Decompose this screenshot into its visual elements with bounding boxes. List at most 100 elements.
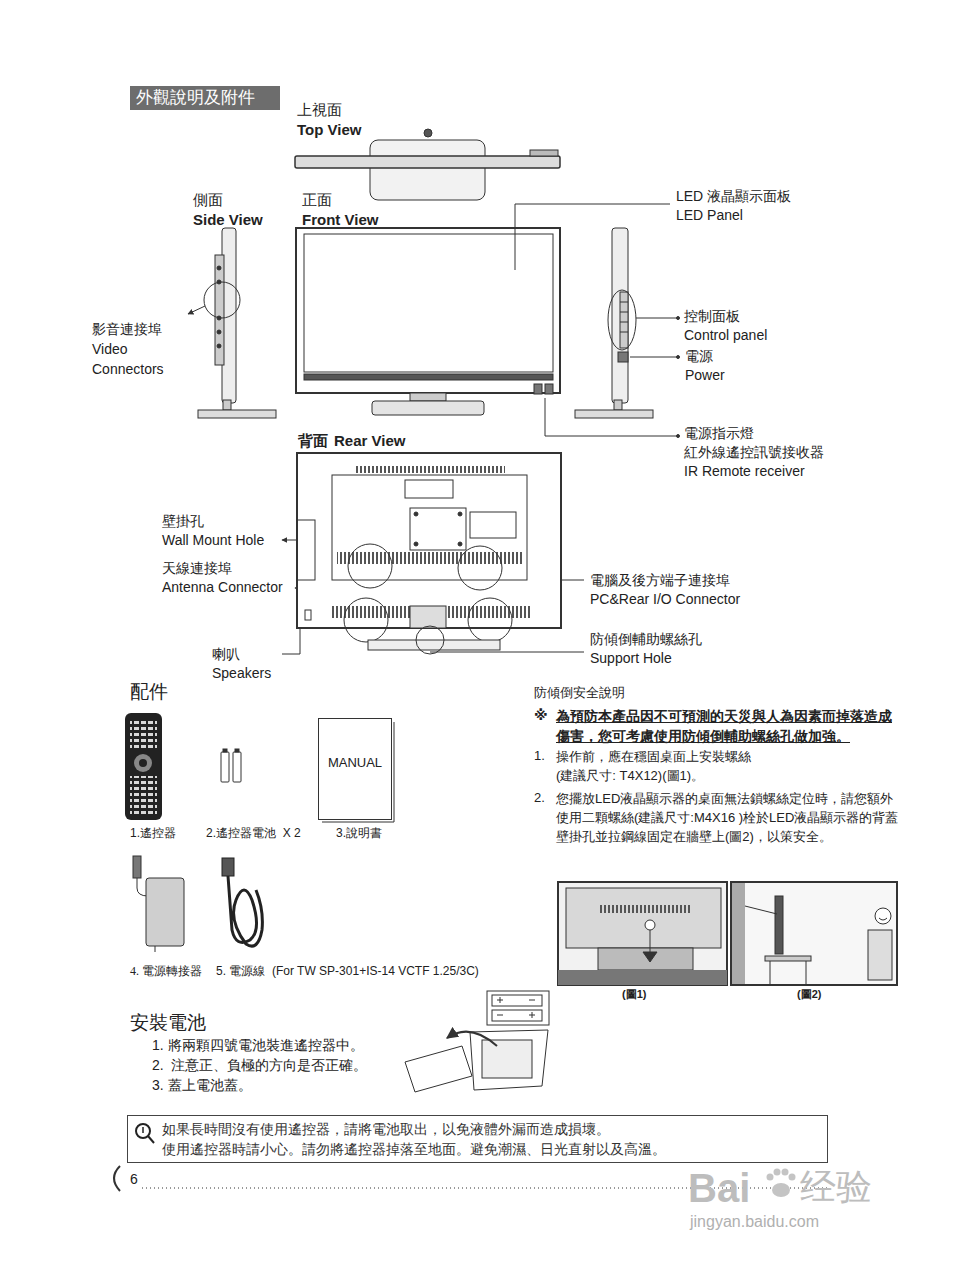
- figure-2: [879, 918, 887, 920]
- top-view: [370, 140, 485, 200]
- watermark-paw: [767, 1169, 796, 1198]
- battery-install: [500, 997, 501, 1003]
- leader-lines: [430, 652, 584, 653]
- node-text: 如果長時間沒有使用遙控器，請將電池取出，以免液體外漏而造成損壞。: [162, 1119, 819, 1139]
- part-label: LED 液晶顯示面板: [676, 187, 791, 205]
- left-side-view: [198, 410, 276, 418]
- view-title: Side View: [193, 210, 263, 230]
- rear-view: [458, 512, 462, 516]
- tip-icon: [136, 1124, 150, 1138]
- figure-2: [868, 930, 892, 980]
- part-label: 天線連接埠: [162, 559, 232, 577]
- node-text: 外觀說明及附件: [136, 87, 274, 109]
- battery-install: [487, 991, 549, 1025]
- right-side-view: [620, 292, 628, 348]
- remote-control: [130, 720, 157, 748]
- front-view: [296, 228, 560, 415]
- watermark-paw: [782, 1169, 789, 1176]
- left-side-view: [188, 228, 276, 418]
- figure-1: [558, 882, 727, 985]
- front-view: [296, 228, 560, 393]
- left-side-view: [217, 344, 221, 348]
- accessory-caption: 2.遙控器電池 X 2: [206, 826, 301, 842]
- part-label: 電腦及後方端子連接埠: [590, 571, 730, 589]
- leader-lines: [677, 356, 680, 359]
- tip-icon: [142, 1127, 144, 1133]
- part-label: PC&Rear I/O Connector: [590, 590, 740, 608]
- warning-text: 為預防本產品因不可預測的天災與人為因素而掉落造成傷害，您可考慮使用防傾倒輔助螺絲…: [556, 706, 901, 747]
- part-label: 電源: [685, 347, 713, 365]
- figure-2: [731, 882, 897, 985]
- remote-control: [130, 776, 157, 814]
- right-side-view: [614, 400, 622, 410]
- batteries: [233, 752, 241, 782]
- figure-1: [600, 905, 690, 913]
- watermark-paw: [772, 1183, 790, 1197]
- figure-1: [643, 952, 657, 962]
- power-cord: [228, 876, 262, 946]
- figure-1: [558, 882, 727, 985]
- right-side-view: [612, 228, 628, 403]
- rear-view: [297, 453, 561, 628]
- remote-control: [134, 754, 152, 772]
- figure-2: [806, 961, 807, 984]
- watermark: 经验: [800, 1164, 872, 1211]
- left-side-view: [217, 330, 221, 334]
- power-adapter: [155, 946, 156, 952]
- leader-lines: [677, 435, 680, 438]
- battery-install: [470, 1030, 548, 1090]
- figure-2: [765, 956, 811, 961]
- leader-lines: [515, 204, 670, 270]
- power-adapter: [133, 856, 141, 878]
- list-number: 2.: [534, 790, 545, 807]
- right-side-view: [620, 312, 628, 313]
- top-view: [295, 156, 560, 168]
- figure-2: [745, 906, 777, 914]
- right-side-view: [618, 352, 628, 362]
- leader-lines: [545, 398, 678, 436]
- figure-caption: (圖1): [622, 987, 646, 1001]
- instruction-text: 3. 蓋上電池蓋。: [152, 1076, 252, 1094]
- page-number: 6: [130, 1170, 138, 1188]
- instruction-text: 1. 將兩顆四號電池裝進遙控器中。: [152, 1036, 364, 1054]
- battery-install: [529, 1000, 535, 1001]
- figure-1: [566, 888, 721, 948]
- part-label: Control panel: [684, 326, 767, 344]
- rear-view: [410, 606, 446, 628]
- node-text: 使用遙控器時請小心。請勿將遙控器掉落至地面。避免潮濕、日光直射以及高溫。: [162, 1139, 819, 1159]
- rear-view: [468, 598, 512, 642]
- rear-view: [470, 512, 516, 538]
- top-view: [424, 129, 432, 137]
- battery-install: [447, 1032, 497, 1046]
- part-label: Speakers: [212, 664, 271, 682]
- rear-view: [305, 610, 311, 620]
- rear-view: [332, 475, 527, 580]
- front-view: [410, 393, 446, 401]
- view-title: 上視面: [297, 100, 342, 120]
- part-label: Video Connectors: [92, 339, 184, 380]
- rear-view: [410, 508, 466, 550]
- note-heading: 防傾倒安全說明: [534, 685, 625, 702]
- rear-view: [458, 546, 502, 590]
- note-mark: ※: [534, 706, 548, 724]
- part-label: 喇叭: [212, 645, 240, 663]
- front-view: [545, 384, 553, 394]
- view-title: 側面: [193, 190, 223, 210]
- battery-install: [532, 1012, 533, 1018]
- rear-view: [344, 598, 388, 642]
- top-view: [530, 150, 558, 156]
- batteries: [221, 749, 241, 782]
- power-cord: [222, 858, 234, 876]
- part-label: 電源指示燈: [684, 424, 754, 442]
- rear-view: [416, 626, 444, 654]
- right-side-view: [575, 228, 653, 418]
- part-label: 控制面板: [684, 307, 740, 325]
- right-side-view: [620, 302, 628, 303]
- leader-lines: [677, 317, 680, 320]
- rear-view: [458, 542, 462, 546]
- figure-2: [775, 896, 783, 954]
- front-view: [372, 401, 484, 415]
- leader-lines: [636, 318, 678, 319]
- section-heading: 安裝電池: [130, 1011, 206, 1036]
